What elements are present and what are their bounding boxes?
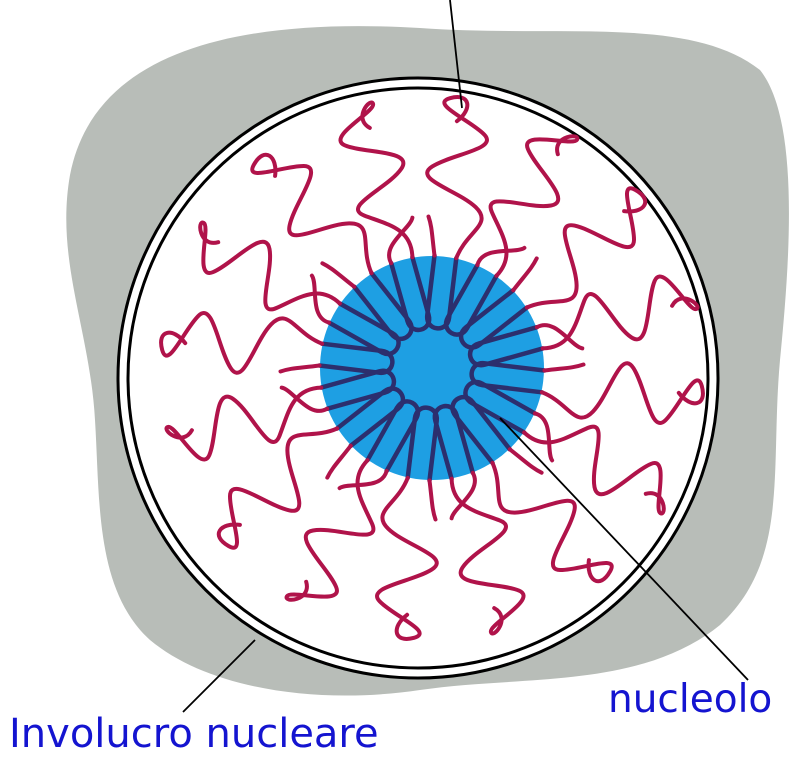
nuclear-envelope-label: Involucro nucleare: [9, 714, 379, 754]
nucleolus-label: nucleolo: [608, 680, 772, 719]
